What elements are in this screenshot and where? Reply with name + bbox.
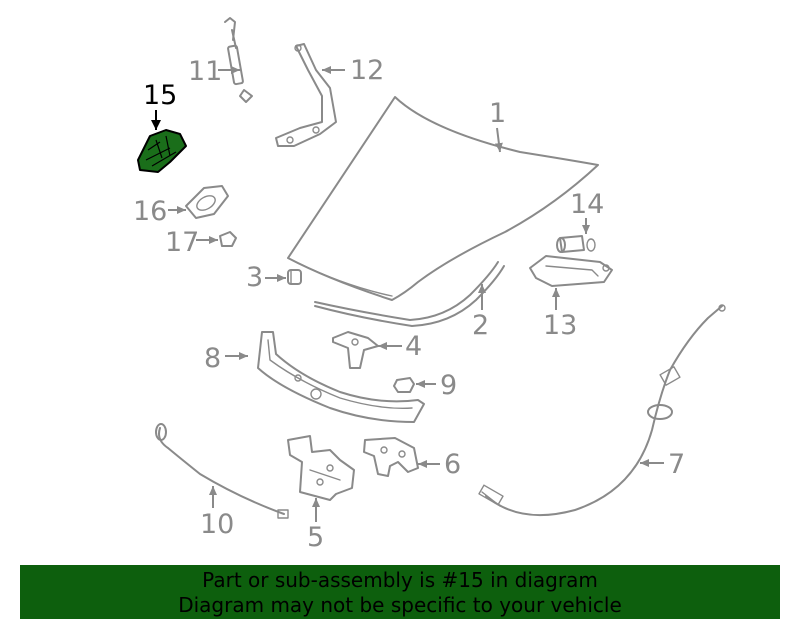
lift-strut	[224, 17, 253, 103]
callout-15: 15	[143, 80, 177, 111]
callout-12: 12	[350, 55, 384, 86]
grommet	[185, 185, 229, 219]
banner-line-2: Diagram may not be specific to your vehi…	[178, 593, 622, 617]
callout-6: 6	[444, 449, 461, 480]
hood-bumper	[287, 269, 302, 285]
mount-bracket	[529, 255, 613, 287]
callout-17: 17	[165, 227, 199, 258]
hood-latch	[287, 435, 355, 501]
latch-cable	[155, 423, 289, 519]
callout-4: 4	[405, 331, 422, 362]
retainer-clip	[393, 377, 415, 393]
latch-striker	[363, 437, 419, 477]
bushing	[556, 235, 596, 253]
latch-bracket	[332, 331, 379, 369]
hood-seal	[314, 261, 505, 327]
callout-11: 11	[188, 56, 222, 87]
release-cable	[478, 304, 726, 517]
callout-13: 13	[543, 310, 577, 341]
callout-1: 1	[489, 98, 506, 129]
callout-5: 5	[307, 522, 324, 553]
hood-hinge	[275, 43, 337, 147]
callout-10: 10	[200, 509, 234, 540]
callout-2: 2	[472, 310, 489, 341]
parts-diagram: 1 2 3 4 5 6 7	[133, 17, 726, 553]
callout-8: 8	[204, 343, 221, 374]
highlighted-part-15	[137, 129, 187, 173]
callout-3: 3	[246, 262, 263, 293]
hood-panel	[287, 96, 599, 301]
callout-16: 16	[133, 196, 167, 227]
callout-14: 14	[570, 189, 604, 220]
info-banner: Part or sub-assembly is #15 in diagram D…	[20, 565, 780, 619]
support-crossmember	[257, 331, 425, 423]
leader-1	[494, 127, 503, 153]
plug	[219, 231, 237, 247]
callout-9: 9	[440, 370, 457, 401]
callout-7: 7	[668, 449, 685, 480]
banner-line-1: Part or sub-assembly is #15 in diagram	[202, 568, 598, 592]
